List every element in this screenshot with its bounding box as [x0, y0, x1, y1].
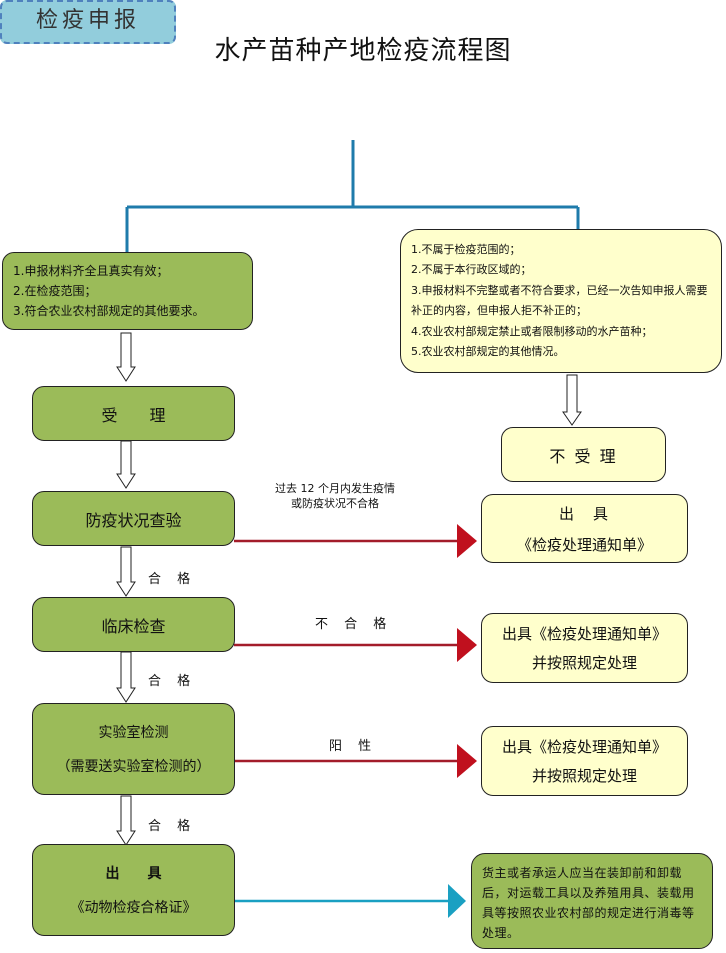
- down-arrow-2: [116, 440, 136, 489]
- pass-label: 合 格: [148, 819, 197, 834]
- down-arrow-3: [116, 546, 136, 597]
- certificate-name: 《动物检疫合格证》: [70, 900, 197, 916]
- down-arrow-1: [116, 332, 136, 382]
- reject-condition: 3.申报材料不完整或者不符合要求，已经一次告知申报人需要补正的内容，但申报人拒不…: [411, 283, 708, 318]
- not-accepted-box: 不 受 理: [501, 427, 666, 482]
- fail-result-box-1: 出 具 《检疫处理通知单》: [481, 494, 688, 563]
- fail-result-line: 出 具: [558, 504, 610, 523]
- lab-test-title: 实验室检测: [98, 725, 169, 741]
- accept-condition: 1.申报材料齐全且真实有效；: [13, 264, 169, 278]
- down-arrow-5: [116, 795, 136, 846]
- fail-result-box-2: 出具《检疫处理通知单》 并按照规定处理: [481, 613, 688, 683]
- down-arrow-4: [116, 651, 136, 703]
- declaration-box: 检疫申报: [0, 0, 176, 44]
- fail-result-line: 出具《检疫处理通知单》: [501, 625, 667, 643]
- step-epidemic-check: 防疫状况查验: [32, 491, 235, 546]
- fail-result-line: 出具《检疫处理通知单》: [501, 738, 667, 756]
- fail-condition-lab: 阳 性: [329, 739, 378, 754]
- reject-condition: 2.不属于本行政区域的；: [411, 263, 532, 276]
- fail-result-box-3: 出具《检疫处理通知单》 并按照规定处理: [481, 726, 688, 796]
- issue-label: 出 具: [105, 866, 162, 882]
- accept-conditions-box: 1.申报材料齐全且真实有效； 2.在检疫范围； 3.符合农业农村部规定的其他要求…: [2, 252, 253, 330]
- step-issue-certificate: 出 具 《动物检疫合格证》: [32, 844, 235, 936]
- pass-label: 合 格: [148, 674, 197, 689]
- fail-arrowhead-2: [457, 628, 477, 662]
- fail-condition-line: 或防疫状况不合格: [291, 497, 379, 510]
- reject-conditions-box: 1.不属于检疫范围的； 2.不属于本行政区域的； 3.申报材料不完整或者不符合要…: [400, 229, 722, 373]
- pass-label: 合 格: [148, 572, 197, 587]
- reject-condition: 1.不属于检疫范围的；: [411, 242, 521, 256]
- step-clinical-exam: 临床检查: [32, 597, 235, 652]
- page-title: 水产苗种产地检疫流程图: [214, 36, 512, 66]
- fail-result-line: 并按照规定处理: [531, 767, 637, 785]
- fail-condition-epidemic: 过去 12 个月内发生疫情 或防疫状况不合格: [260, 481, 410, 511]
- accept-condition: 3.符合农业农村部规定的其他要求。: [13, 304, 205, 318]
- split-connector: [125, 140, 580, 253]
- fail-arrows: [234, 524, 477, 778]
- step-lab-test: 实验室检测 （需要送实验室检测的）: [32, 703, 235, 795]
- fail-result-line: 《检疫处理通知单》: [516, 535, 652, 554]
- step-accept: 受 理: [32, 386, 235, 441]
- fail-condition-clinical: 不 合 格: [315, 617, 393, 632]
- reject-condition: 4.农业农村部规定禁止或者限制移动的水产苗种；: [411, 324, 653, 338]
- lab-test-note: （需要送实验室检测的）: [56, 759, 211, 775]
- fail-result-line: 并按照规定处理: [531, 654, 637, 672]
- fail-arrowhead-1: [457, 524, 477, 558]
- disinfection-note-box: 货主或者承运人应当在装卸前和卸载后，对运载工具以及养殖用具、装载用具等按照农业农…: [471, 853, 713, 949]
- accept-condition: 2.在检疫范围；: [13, 284, 97, 298]
- final-arrowhead: [448, 884, 466, 918]
- fail-condition-line: 过去 12 个月内发生疫情: [275, 482, 395, 495]
- fail-arrowhead-3: [457, 744, 477, 778]
- down-arrow-reject: [562, 374, 582, 426]
- reject-condition: 5.农业农村部规定的其他情况。: [411, 345, 565, 358]
